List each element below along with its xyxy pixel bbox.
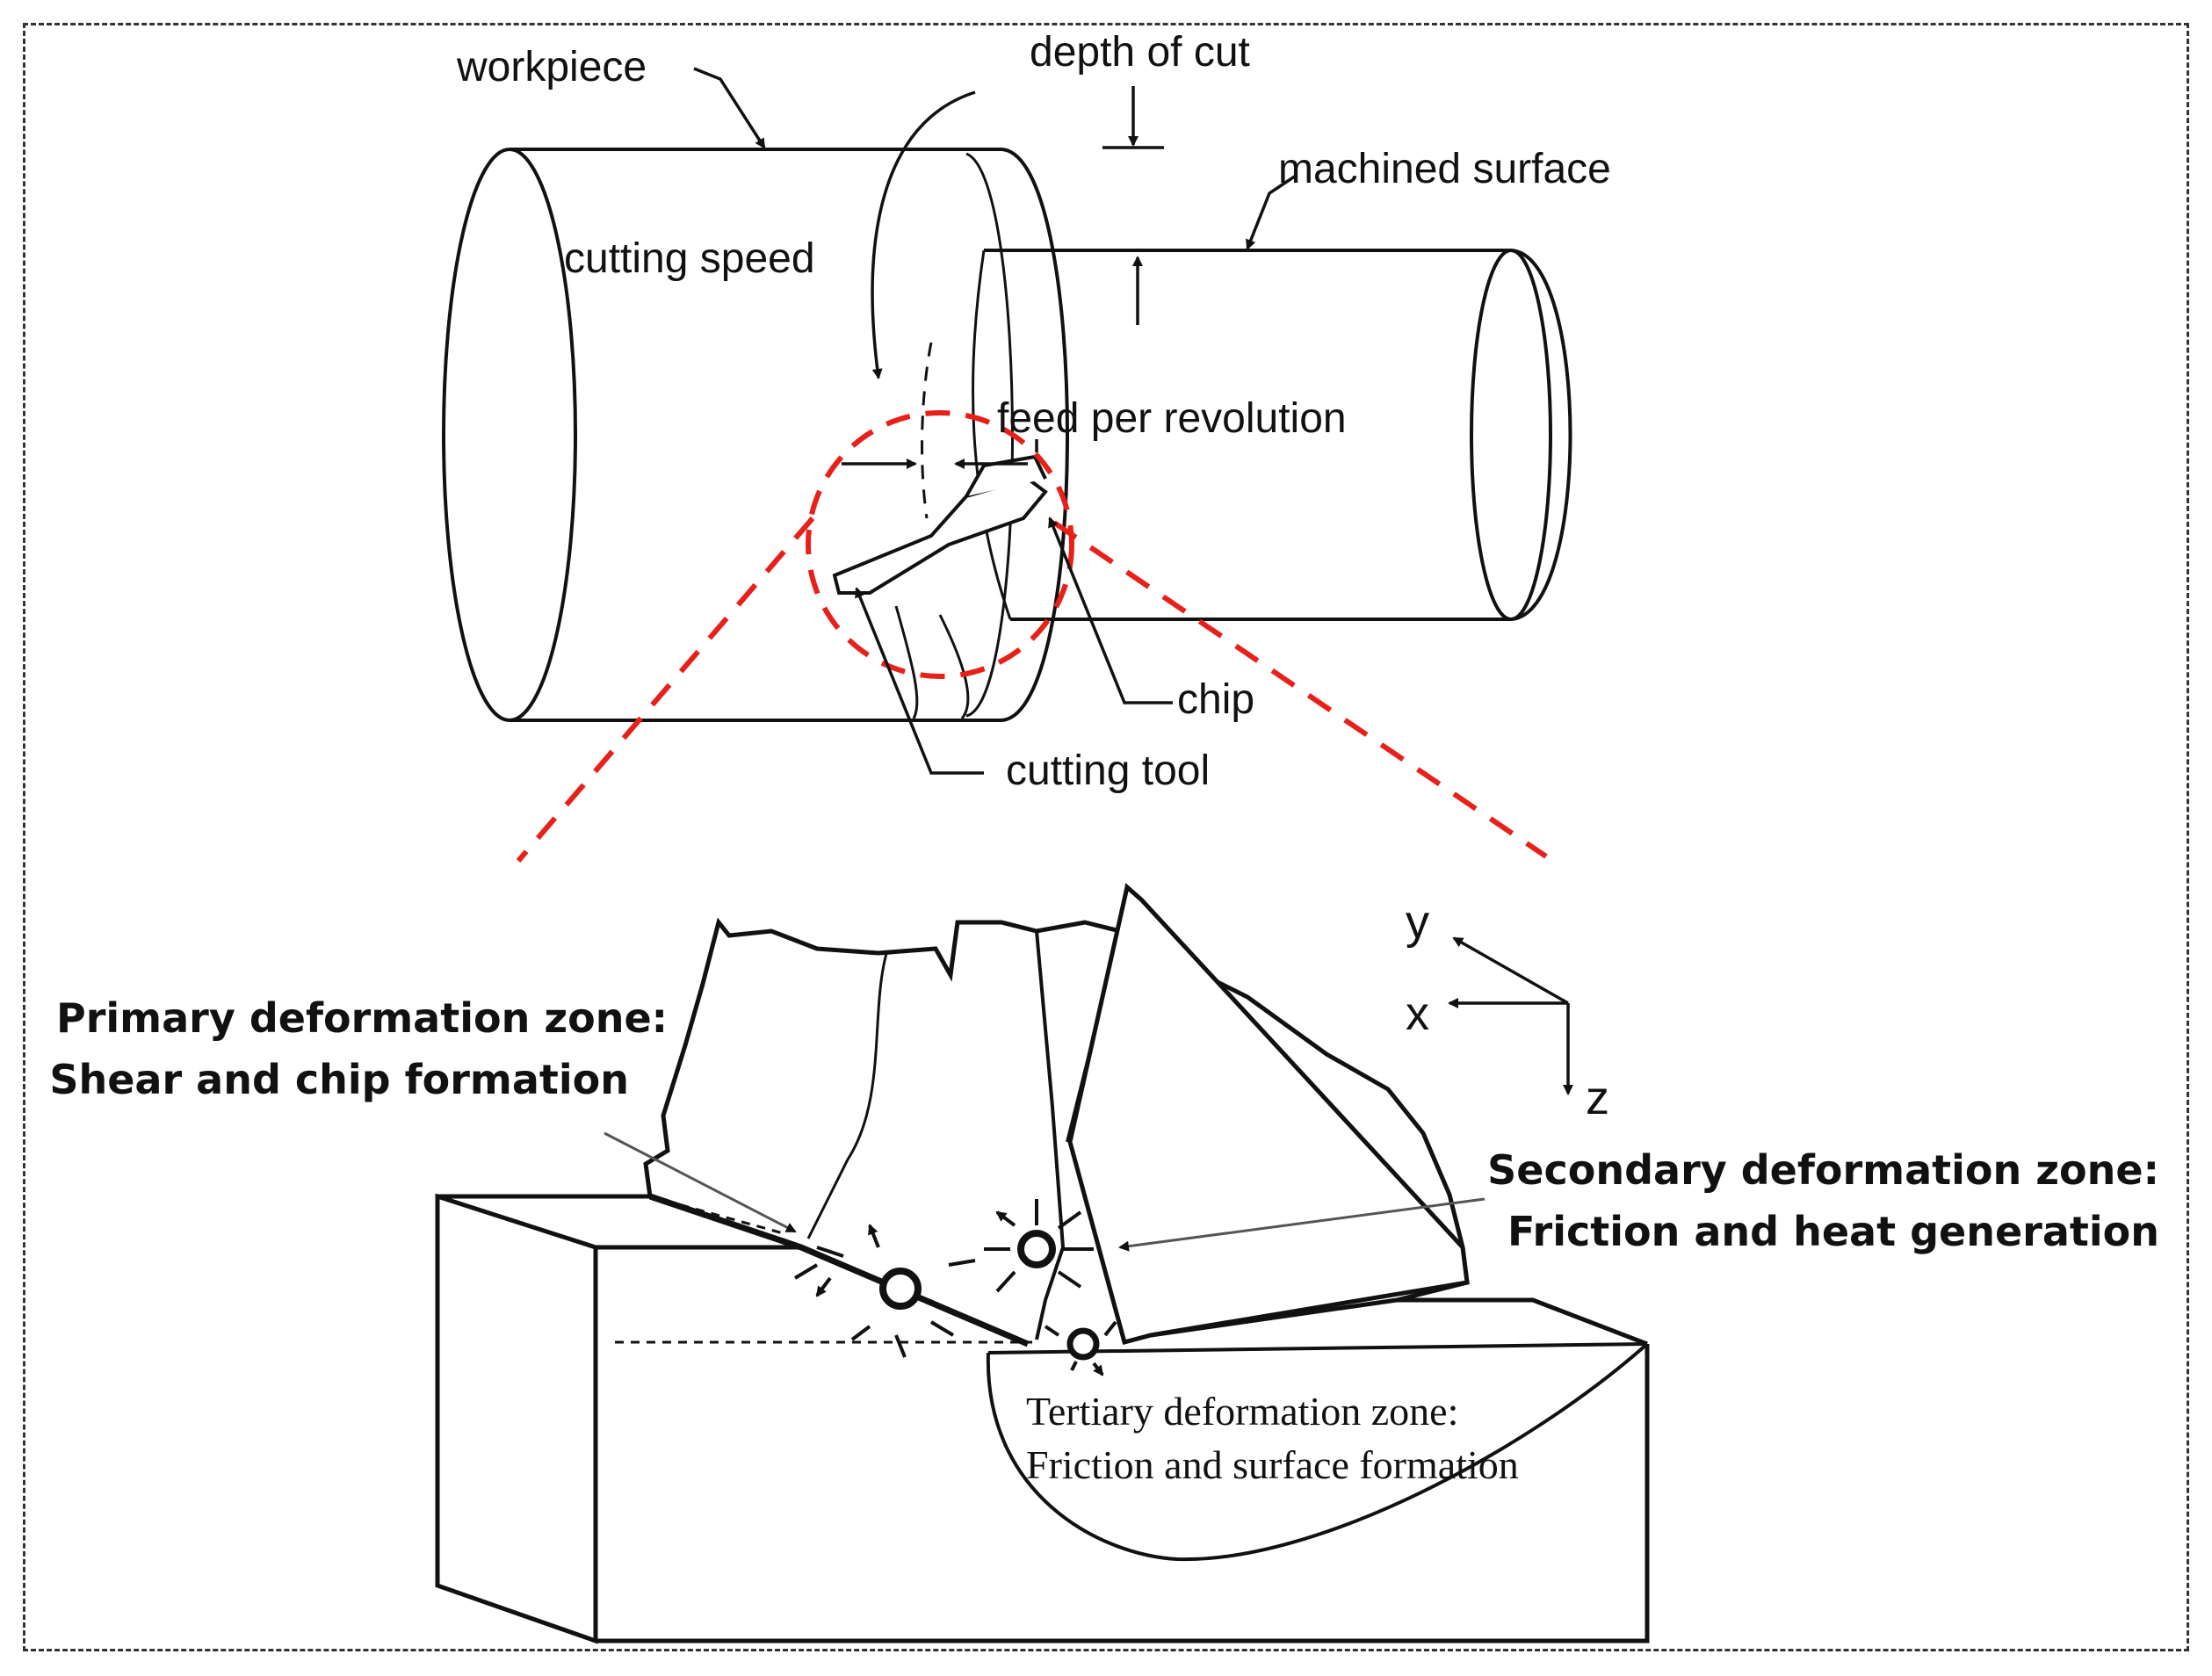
label-chip: chip [1177,676,1254,723]
axis-label-x: x [1406,987,1429,1040]
zoom-line-right [1052,520,1548,859]
deformation-block [435,883,1650,1644]
axis-triad [1448,936,1573,1095]
label-depth-of-cut: depth of cut [1030,29,1250,76]
zone-leaders [604,1131,1486,1252]
label-cutting-tool: cutting tool [1006,748,1210,794]
figure-frame [23,23,2189,1651]
label-feed-per-revolution: feed per revolution [997,395,1347,442]
tertiary-zone-desc: Friction and surface formation [1026,1442,1519,1487]
label-cutting-speed: cutting speed [564,235,815,282]
cutting-tool-shape [832,454,1048,595]
primary-zone-title: Primary deformation zone: [56,994,668,1042]
zoom-line-left [516,517,815,863]
secondary-zone-marker [984,1199,1094,1293]
workpiece-illustration [442,148,1572,722]
axis-label-y: y [1406,896,1429,949]
label-workpiece: workpiece [456,44,647,90]
zone-markers [793,1199,1117,1375]
primary-zone-desc: Shear and chip formation [49,1056,629,1103]
axis-label-z: z [1586,1072,1609,1124]
label-machined-surface: machined surface [1278,146,1611,192]
secondary-zone-title: Secondary deformation zone: [1487,1146,2159,1194]
leader-lines [693,67,1297,775]
zoom-highlight-circle [806,410,1074,679]
tertiary-zone-marker [1044,1320,1117,1375]
secondary-zone-desc: Friction and heat generation [1507,1208,2159,1255]
primary-zone-marker [793,1225,976,1358]
tertiary-zone-title: Tertiary deformation zone: [1026,1389,1458,1434]
